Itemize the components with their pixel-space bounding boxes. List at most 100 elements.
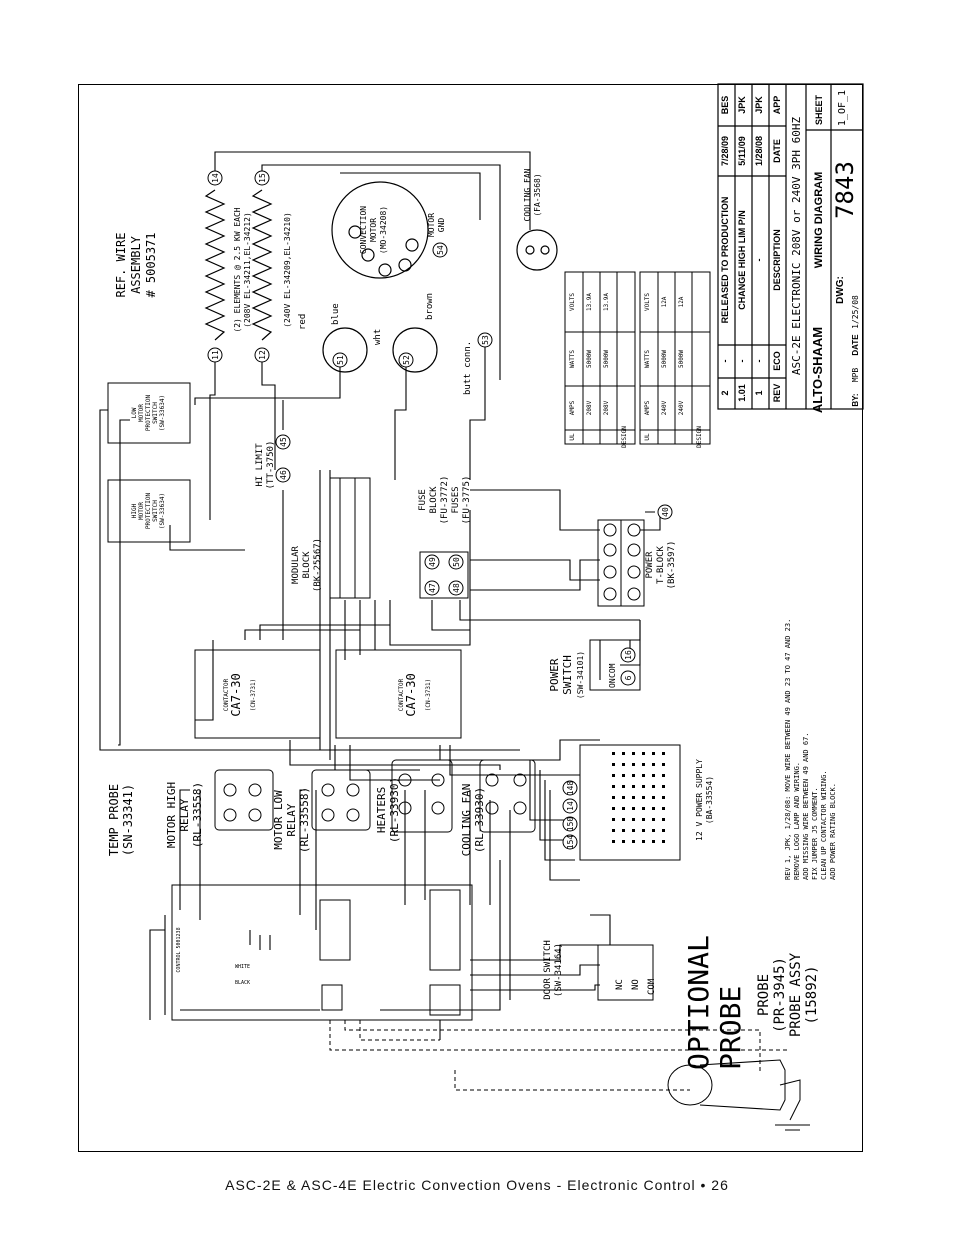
cooling-fan-relay-label: COOLING FAN (460, 784, 473, 857)
motor-high-relay-label-2: RELAY (178, 798, 191, 831)
rev-app: JPK (737, 96, 747, 114)
contactor-1-label: CONTACTOR (223, 678, 230, 711)
vent-dot (622, 752, 625, 755)
sheet-value: 1_OF_1 (837, 90, 848, 126)
vent-dot (632, 752, 635, 755)
probe-leads (329, 1020, 790, 1091)
rating-watts: 5000W (661, 350, 668, 368)
svg-text:6: 6 (624, 675, 633, 680)
motor-gnd-label: MOTOR (427, 213, 436, 237)
vent-dot (632, 785, 635, 788)
cooling-fan-relay-part: (RL-33930) (473, 787, 486, 853)
fuses-part: (FU-3775) (462, 476, 472, 525)
cooling-fan-motor (516, 229, 558, 271)
wire-blue-label: blue (331, 303, 341, 325)
probe-assy-label: PROBE ASSY (788, 952, 804, 1037)
vent-dot (662, 807, 665, 810)
rating-tag: DESIGN (621, 426, 628, 448)
wire-white-label: wht (373, 329, 383, 345)
rating-amps: 13.9A (586, 293, 593, 311)
svg-text:53: 53 (481, 335, 490, 345)
vent-dot (642, 785, 645, 788)
vent-dot (662, 785, 665, 788)
rev-description: CHANGE HIGH LIM P/N (737, 210, 747, 310)
power-t-block (597, 519, 645, 607)
vent-dot (662, 840, 665, 843)
svg-text:49: 49 (428, 557, 437, 567)
heating-element-2 (251, 189, 273, 341)
vent-dot (612, 796, 615, 799)
revision-note-line: ADD POWER RATING BLOCK. (829, 783, 837, 880)
svg-text:11: 11 (211, 350, 220, 360)
low-mps-part: (SW-33634) (159, 395, 166, 431)
svg-text:46: 46 (279, 470, 288, 480)
optional-label: OPTIONAL (682, 935, 715, 1070)
vent-dot (652, 785, 655, 788)
rating-amps: 12A (678, 296, 685, 307)
revision-note-line: REV 1, JPK, 1/28/08: MOVE WIRE BETWEEN 4… (784, 619, 792, 880)
motor-gnd-label-2: GND (437, 218, 446, 233)
control-board (171, 884, 473, 1021)
vent-dot (622, 840, 625, 843)
power-switch-label: POWER (548, 658, 561, 691)
vent-dot (642, 840, 645, 843)
low-mps-label-2: MOTOR (138, 404, 145, 422)
door-nc: NC (615, 979, 625, 990)
probe-label: PROBE (756, 974, 772, 1016)
rev-app: JPK (754, 96, 764, 114)
vent-dot (642, 774, 645, 777)
fuse-block-label-2: BLOCK (429, 486, 439, 514)
vent-dot (612, 829, 615, 832)
rating-volts: 208V (586, 400, 593, 415)
rating-tag: UL (644, 433, 651, 441)
rating-amps: 13.9A (603, 293, 610, 311)
cooling-fan-label: COOLING FAN (523, 168, 532, 221)
vent-dot (652, 752, 655, 755)
title-block-text: 2-RELEASED TO PRODUCTION7/28/09BES1.01-C… (720, 90, 860, 413)
vent-dot (652, 818, 655, 821)
vent-dot (652, 807, 655, 810)
wires (99, 151, 661, 1040)
svg-text:150: 150 (566, 817, 575, 832)
high-mps-label-4: SWITCH (152, 500, 159, 522)
vent-dot (652, 796, 655, 799)
svg-text:154: 154 (566, 835, 575, 850)
terminal-numbers: 14 15 11 12 51 52 53 54 45 46 49 47 50 4… (211, 173, 670, 849)
high-mps-label: HIGH (131, 503, 138, 518)
app-header: APP (772, 96, 782, 115)
ref-wire-label: REF. WIRE (114, 232, 128, 297)
rating-watts: 5000W (678, 350, 685, 368)
vent-dot (612, 774, 615, 777)
convection-motor (322, 181, 438, 373)
rev-description: - (754, 259, 764, 262)
svg-text:47: 47 (428, 583, 437, 593)
svg-text:45: 45 (279, 437, 288, 447)
description-header: DESCRIPTION (772, 229, 782, 291)
vent-dot (652, 840, 655, 843)
rating-header: VOLTS (644, 293, 651, 311)
svg-text:51: 51 (336, 355, 345, 365)
contactor-1-part: (CN-3731) (250, 679, 257, 712)
vent-dot (612, 785, 615, 788)
power-switch-on: ON (608, 678, 617, 688)
revision-note-line: ADD MISSING WIRE BETWEEN 49 AND 67. (802, 732, 810, 880)
vent-dot (612, 752, 615, 755)
vent-dot (642, 818, 645, 821)
door-com: COM (647, 978, 657, 995)
wire-red-label: red (298, 314, 308, 330)
door-no: NO (631, 979, 641, 990)
high-mps-label-3: PROTECTION (145, 493, 152, 530)
ref-wire-label-3: # 5005371 (144, 232, 158, 297)
vent-dot (642, 796, 645, 799)
rating-header: VOLTS (569, 293, 576, 311)
fuse-block-part: (FU-3772) (440, 476, 450, 525)
svg-text:148: 148 (566, 781, 575, 796)
sheet-label: SHEET (814, 94, 824, 125)
rating-watts: 5000W (603, 350, 610, 368)
vent-dot (632, 840, 635, 843)
low-mps-label: LOW (131, 407, 138, 418)
rev-date: 5/11/09 (737, 136, 747, 166)
date-label: DATE (851, 334, 860, 356)
svg-text:15: 15 (258, 173, 267, 183)
drawing-type: WIRING DIAGRAM (813, 172, 825, 269)
